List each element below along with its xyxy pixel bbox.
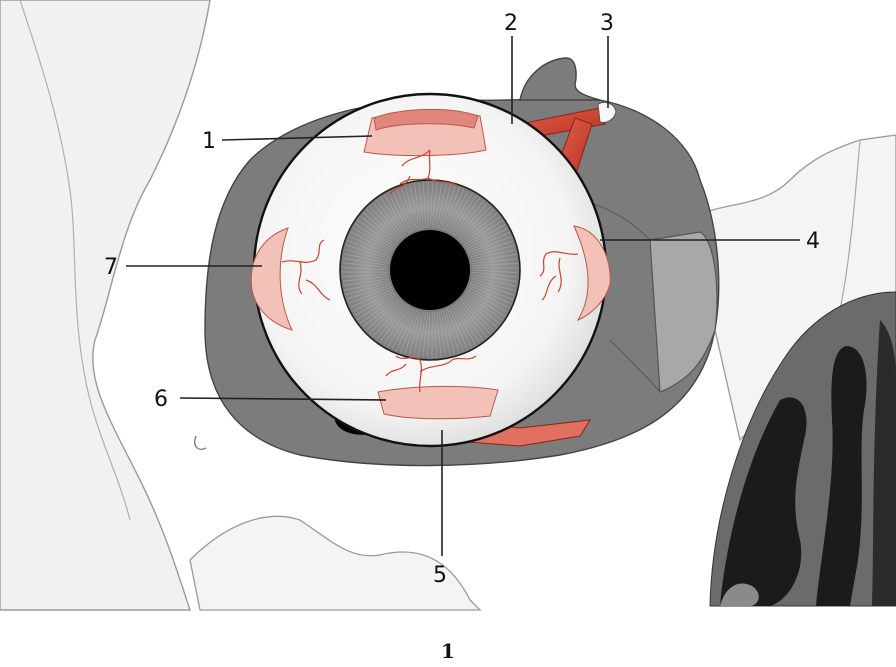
label-2: 2 — [504, 11, 518, 36]
pupil — [390, 230, 470, 310]
figure-number: 1 — [441, 639, 455, 662]
label-3: 3 — [600, 11, 614, 36]
orbit-lateral-wall — [650, 232, 717, 392]
label-4: 4 — [806, 229, 820, 254]
orbit-roof-notch — [520, 58, 600, 100]
label-5: 5 — [433, 563, 447, 588]
left-bone — [0, 0, 210, 610]
label-7: 7 — [104, 255, 118, 280]
inferior-rectus-insertion — [378, 386, 498, 418]
small-bone-mark — [195, 436, 206, 449]
label-6: 6 — [154, 387, 168, 412]
label-1: 1 — [202, 129, 216, 154]
